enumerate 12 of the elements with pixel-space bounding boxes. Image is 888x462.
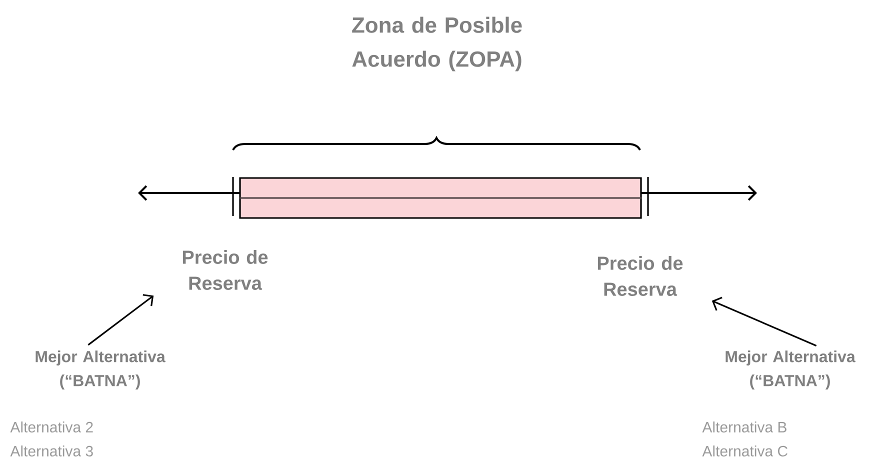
zopa-bar: [239, 177, 642, 219]
batna-label: Mejor Alternativa (“BATNA”): [726, 350, 856, 390]
batna-label: Mejor Alternativa (“BATNA”): [36, 350, 166, 390]
reserve-price-label: Precio de Reserva: [598, 256, 683, 296]
title: Zona de Posible Acuerdo (ZOPA): [352, 16, 522, 72]
reserve-price-label: Precio de Reserva: [182, 250, 268, 290]
arrow: [88, 294, 154, 346]
alternative-label: Alternativa 3: [10, 445, 93, 456]
alternative-label: Alternativa 2: [10, 421, 93, 432]
alternative-label: Alternativa B: [702, 421, 786, 432]
alternative-label: Alternativa C: [702, 445, 788, 456]
arrow: [712, 296, 817, 346]
